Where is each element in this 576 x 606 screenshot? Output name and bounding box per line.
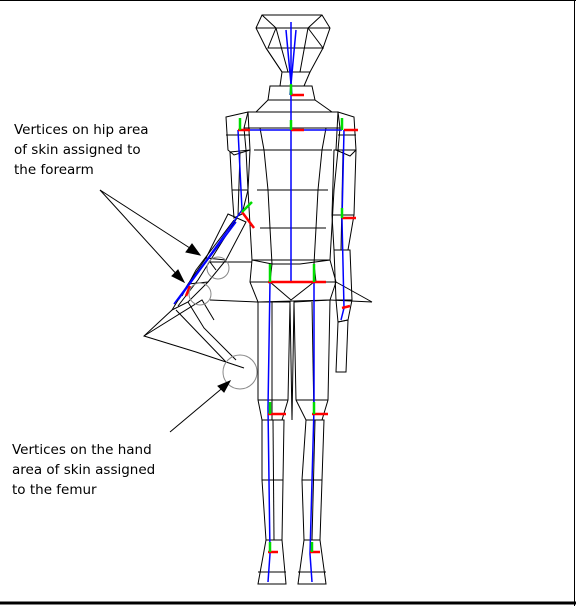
arrow-head-hip-1	[185, 243, 202, 256]
arrow-line-hip-2	[99, 189, 181, 279]
arrow-line-hip-1	[99, 189, 197, 253]
hand-vertices-annotation: Vertices on the hand area of skin assign…	[12, 440, 155, 500]
hip-annotation-line-3: the forearm	[14, 162, 94, 178]
hip-annotation-line-2: of skin assigned to	[14, 142, 141, 158]
arrow-line-hand	[169, 384, 227, 433]
hand-annotation-line-2: area of skin assigned	[12, 462, 156, 478]
vertex-markers	[188, 256, 258, 390]
hand-vertex-marker	[222, 354, 258, 390]
joint-axes-green	[238, 84, 344, 552]
head-mesh	[255, 14, 331, 101]
arrow-head-hip-2	[171, 269, 186, 284]
shoulders-mesh	[225, 111, 357, 157]
hip-annotation-line-1: Vertices on hip area	[14, 122, 149, 138]
right-arm-mesh	[331, 149, 357, 373]
hip-vertex-marker-2	[188, 282, 212, 306]
arrow-head-hand	[217, 379, 232, 393]
hand-annotation-line-3: to the femur	[12, 482, 97, 498]
left-hand-mesh	[143, 299, 245, 369]
hip-vertex-marker-1	[206, 256, 230, 280]
right-leg-mesh	[293, 299, 331, 585]
hand-annotation-line-1: Vertices on the hand	[12, 442, 152, 458]
left-leg-mesh	[257, 301, 291, 585]
hip-vertices-annotation: Vertices on hip area of skin assigned to…	[14, 120, 149, 180]
callout-arrows	[99, 189, 232, 433]
